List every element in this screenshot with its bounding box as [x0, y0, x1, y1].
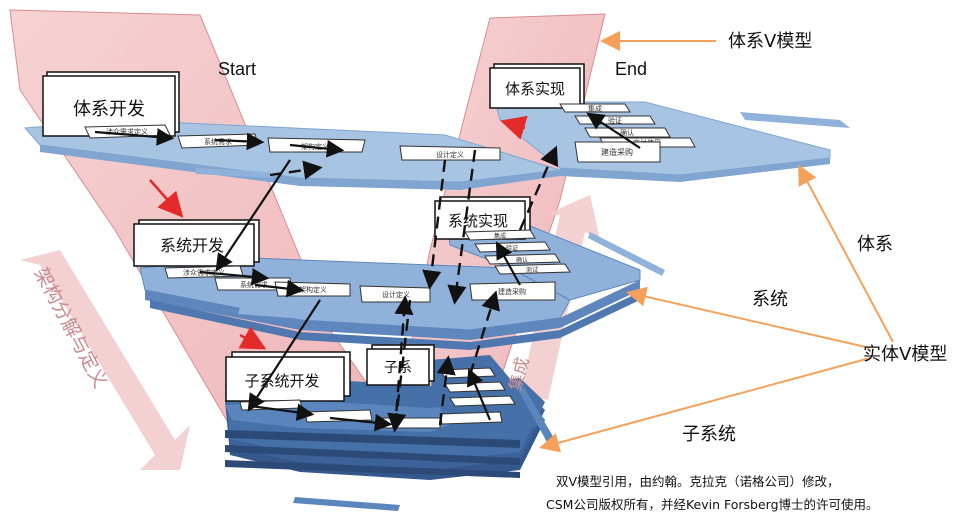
end-label: End [615, 59, 647, 79]
top-plate-edge [40, 145, 560, 190]
step-label: 架构定义 [299, 285, 327, 294]
subsys-dev-box: 子系统开发 [225, 351, 351, 402]
top-plate-right-edge [560, 158, 830, 182]
orange-callout-arrows [539, 31, 894, 453]
step-label: 建造采购 [498, 287, 526, 296]
step-label: 测试 [526, 266, 538, 274]
mid-right-strip [588, 232, 665, 276]
system-of-systems-label: 体系 [857, 234, 893, 255]
decomposition-arrow [20, 250, 190, 470]
subsystem-label: 子系统 [682, 424, 736, 445]
sos-impl-label: 体系实现 [505, 80, 565, 98]
red-arrows [149, 115, 528, 350]
system-label: 系统 [752, 289, 788, 310]
sos-dev-label: 体系开发 [73, 99, 145, 120]
black-flow-arrows [94, 112, 641, 432]
subsys-impl-label: 子系 [384, 360, 412, 376]
bottom-right-strip [515, 380, 555, 444]
caption-line-1: 双V模型引用，由约翰。克拉克（诺格公司）修改， [556, 474, 840, 489]
system-v-model-label: 体系V模型 [728, 31, 812, 52]
sys-impl-label: 系统实现 [448, 212, 508, 230]
step-label: 确认 [620, 128, 634, 137]
sos-impl-box: 体系实现 [489, 63, 585, 109]
subsys-impl-box: 子系 [366, 344, 435, 386]
step-label: 系统需求 [204, 137, 232, 146]
subsys-dev-label: 子系统开发 [244, 372, 319, 390]
step-label: 系统需求 [240, 280, 268, 289]
mid-plate-edge [145, 280, 640, 340]
mid-plate-edge-2 [150, 292, 640, 350]
step-label: 设计定义 [382, 290, 410, 299]
sys-dev-box: 系统开发 [133, 219, 260, 267]
step-label: 集成 [588, 104, 602, 113]
top-right-strip [740, 112, 850, 128]
sys-dev-label: 系统开发 [160, 236, 224, 255]
entity-v-model-label: 实体V模型 [863, 344, 947, 365]
step-label: 建造采购 [601, 147, 633, 157]
caption-line-2: CSM公司版权所有，并经Kevin Forsberg博士的许可使用。 [546, 497, 879, 512]
mid-left-strip [238, 308, 320, 320]
dashed-flow-arrows [269, 145, 559, 433]
sys-impl-box: 系统实现 [434, 196, 531, 240]
top-left-strip [195, 168, 272, 178]
start-label: Start [218, 59, 256, 79]
step-label: 验证 [506, 244, 518, 252]
step-label: 设计定义 [436, 150, 464, 159]
step-label: 涉众需求定义 [106, 127, 148, 136]
step-label: 验证 [608, 116, 622, 125]
bottom-strip [293, 497, 400, 511]
step-label: 确认 [516, 256, 528, 264]
top-left-steps: 涉众需求定义 系统需求 架构定义 设计定义 [84, 124, 501, 161]
step-label: 集成 [494, 232, 506, 240]
